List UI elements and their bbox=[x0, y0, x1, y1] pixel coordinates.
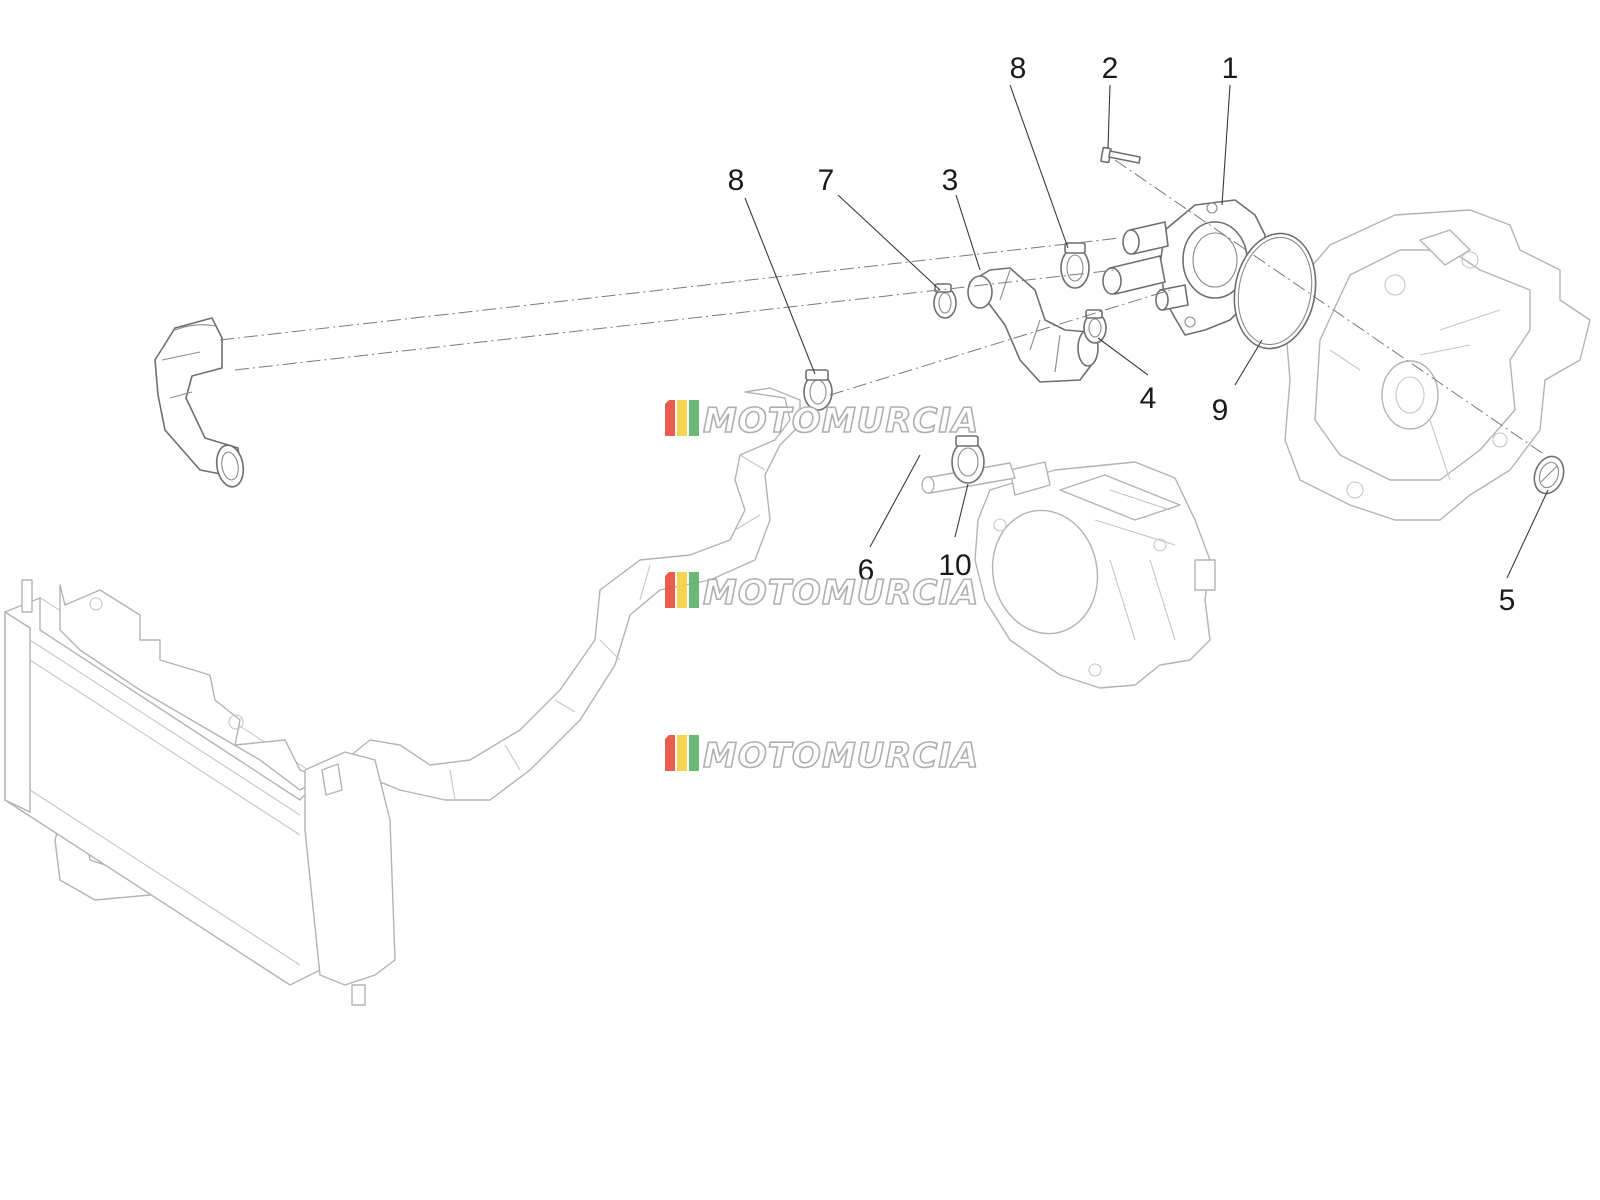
watermark-text: MOTOMURCIA bbox=[703, 573, 979, 613]
plug-part-5 bbox=[1533, 455, 1565, 495]
clamp-part-10 bbox=[951, 435, 985, 484]
crankcase-cover bbox=[1284, 209, 1591, 521]
callout-label: 6 bbox=[858, 554, 875, 587]
callout-label: 1 bbox=[1222, 52, 1239, 85]
clamp-part-8-top bbox=[1060, 242, 1090, 289]
watermark-logo: MOTOMURCIA bbox=[665, 400, 979, 442]
callout-label: 4 bbox=[1140, 382, 1157, 415]
callout-label: 5 bbox=[1499, 584, 1516, 617]
assembly-lines bbox=[219, 159, 1546, 456]
callout-labels: 1 2 3 4 5 6 7 8 8 9 10 bbox=[728, 52, 1516, 617]
leader-lines bbox=[744, 84, 1549, 579]
hose-part-6 bbox=[154, 317, 245, 488]
callout-label: 8 bbox=[1010, 52, 1027, 85]
callout-label: 3 bbox=[942, 164, 959, 197]
clamp-part-8-left bbox=[803, 369, 833, 411]
o-ring-part-9 bbox=[1233, 232, 1317, 350]
callout-label: 9 bbox=[1212, 394, 1229, 427]
callout-label: 10 bbox=[938, 549, 971, 582]
callout-label: 2 bbox=[1102, 52, 1119, 85]
clamp-part-4 bbox=[1083, 309, 1107, 344]
radiator bbox=[4, 579, 396, 1006]
watermark-text: MOTOMURCIA bbox=[703, 736, 979, 776]
callout-label: 7 bbox=[818, 164, 835, 197]
cylinder-head bbox=[921, 461, 1216, 689]
watermark-logo: MOTOMURCIA bbox=[665, 572, 979, 614]
watermark-logo: MOTOMURCIA bbox=[665, 735, 979, 777]
clamp-part-7 bbox=[933, 283, 957, 319]
watermark-text: MOTOMURCIA bbox=[703, 401, 979, 441]
screw-part-2 bbox=[1100, 146, 1141, 164]
hose-part-3 bbox=[967, 267, 1099, 383]
callout-label: 8 bbox=[728, 164, 745, 197]
